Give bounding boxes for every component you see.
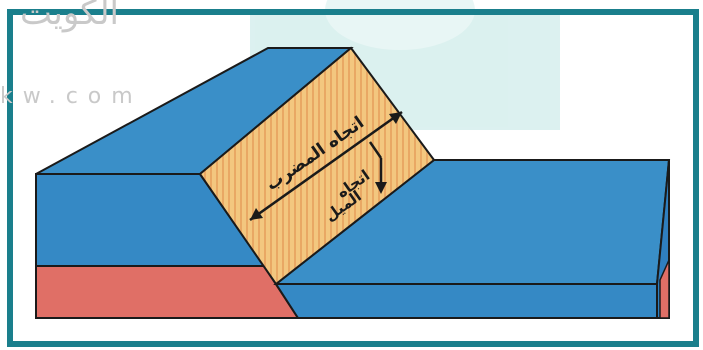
- watermark-text-top: الكويت: [20, 0, 119, 33]
- left-red-layer: [36, 266, 298, 318]
- right-block-front: [276, 284, 657, 318]
- watermark-text-bottom: kw.com: [0, 84, 143, 109]
